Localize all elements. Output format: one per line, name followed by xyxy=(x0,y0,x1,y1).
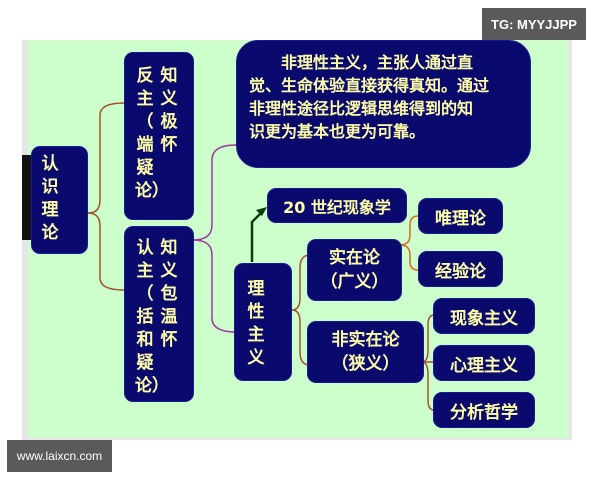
nonrealism-narrow-node: 非实在论 （狭义） xyxy=(307,321,424,383)
rationalism-node: 理 性 主 义 xyxy=(234,263,292,381)
phenomenology-20c-label: 20 世纪现象学 xyxy=(283,197,391,217)
nonrealism-line2: （狭义） xyxy=(331,354,400,374)
edge-strip xyxy=(22,155,32,240)
analytic-philosophy-node: 分析哲学 xyxy=(433,392,535,428)
empiricism-node: 经验论 xyxy=(418,251,503,287)
watermark-top-right: TG: MYYJJPP xyxy=(482,8,586,40)
analytic-philosophy-label: 分析哲学 xyxy=(450,402,518,423)
phenomenalism-label: 现象主义 xyxy=(450,308,518,329)
irrationalism-line-1: 非理性主义，主张人通过直 xyxy=(249,53,474,72)
phenomenology-20c-node: 20 世纪现象学 xyxy=(267,188,407,223)
empiricism-label: 经验论 xyxy=(435,261,486,282)
rationalism-theory-label: 唯理论 xyxy=(435,208,486,229)
rationalism-theory-node: 唯理论 xyxy=(418,198,503,234)
watermark-top-right-text: TG: MYYJJPP xyxy=(491,16,577,32)
psychologism-node: 心理主义 xyxy=(433,345,535,381)
epistemology-node: 认 主 （ 括 和 疑 论） 知 义 包 温 怀 xyxy=(124,226,194,402)
epi-col2: 知 义 包 温 怀 xyxy=(160,238,178,350)
anti-epistemology-node: 反 主 （ 端 疑 论） 知 义 极 怀 xyxy=(124,52,194,220)
realism-broad-node: 实在论 （广义） xyxy=(307,239,402,301)
watermark-bottom-left: www.laixcn.com xyxy=(7,440,112,472)
irrationalism-line-4: 识更为基本也更为可靠。 xyxy=(249,122,426,141)
irrationalism-line-2: 觉、生命体验直接获得真知。通过 xyxy=(249,76,490,95)
psychologism-label: 心理主义 xyxy=(450,355,518,376)
anti-col1: 反 主 （ 端 疑 论） xyxy=(135,66,169,201)
irrationalism-line-3: 非理性途径比逻辑思维得到的知 xyxy=(249,99,474,118)
rationalism-label: 理 性 主 义 xyxy=(247,279,265,368)
root-label: 认 识 理 论 xyxy=(41,154,59,243)
realism-line2: （广义） xyxy=(320,272,389,292)
realism-line1: 实在论 xyxy=(329,248,380,268)
nonrealism-line1: 非实在论 xyxy=(331,330,400,350)
anti-col2: 知 义 极 怀 xyxy=(160,66,178,155)
irrationalism-note: 非理性主义，主张人通过直 觉、生命体验直接获得真知。通过 非理性途径比逻辑思维得… xyxy=(236,40,531,168)
phenomenalism-node: 现象主义 xyxy=(433,298,535,334)
epi-col1: 认 主 （ 括 和 疑 论） xyxy=(135,238,169,396)
watermark-bottom-left-text: www.laixcn.com xyxy=(16,449,103,463)
epistemology-root-node: 认 识 理 论 xyxy=(31,146,88,254)
